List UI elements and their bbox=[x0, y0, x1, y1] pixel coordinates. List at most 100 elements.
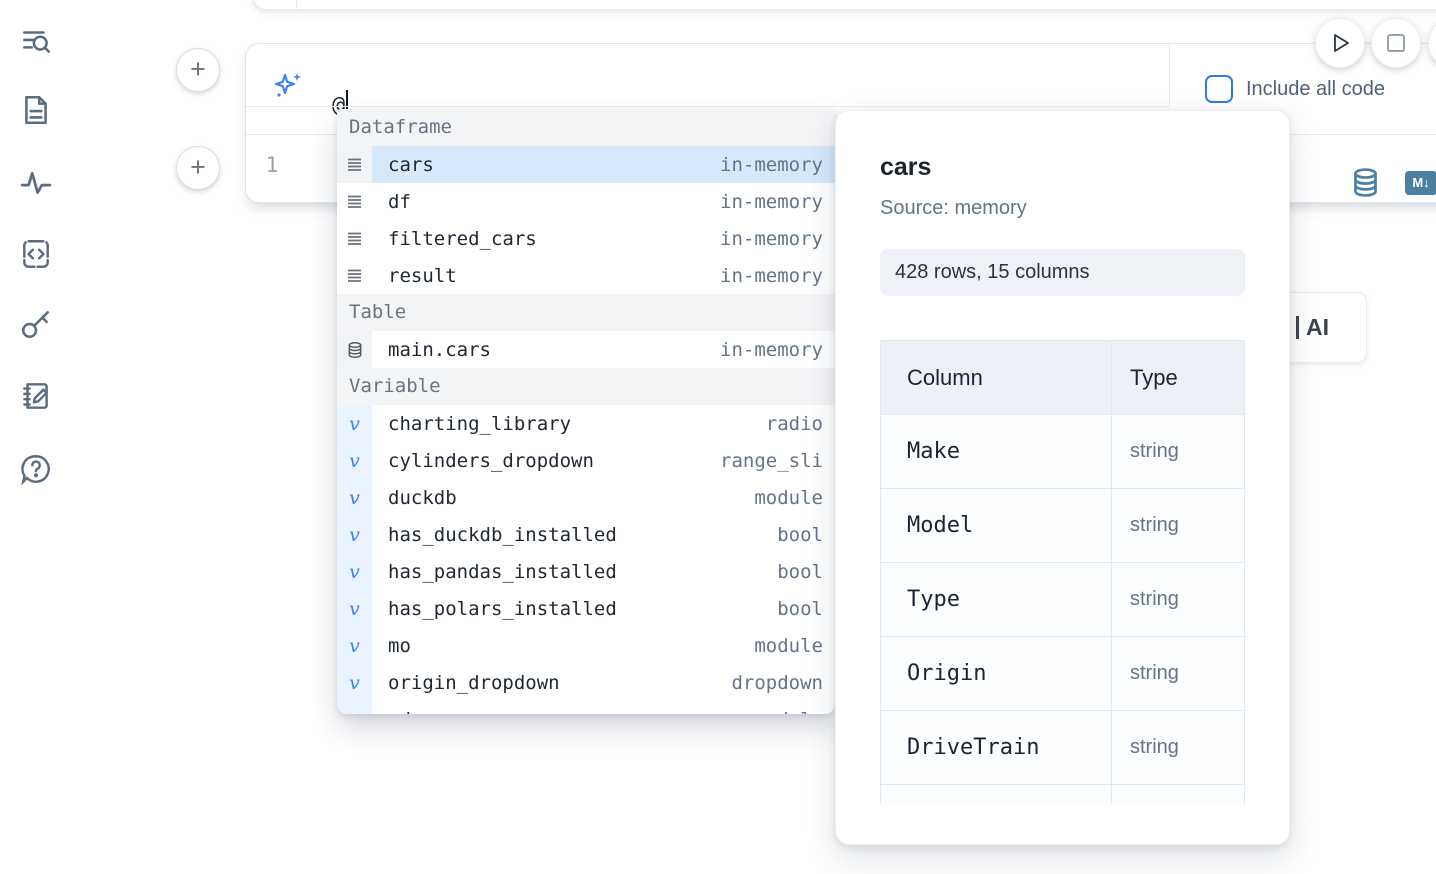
column-name: DriveTrain bbox=[907, 735, 1040, 760]
variable-icon: v bbox=[337, 627, 372, 664]
type-header: Type bbox=[1130, 364, 1178, 390]
item-type: in-memory bbox=[720, 190, 823, 213]
autocomplete-item[interactable]: v charting_library radio bbox=[337, 405, 835, 442]
variable-icon: v bbox=[349, 449, 360, 472]
variable-icon: v bbox=[349, 709, 360, 715]
dataframe-icon bbox=[337, 257, 372, 294]
item-type: module bbox=[754, 486, 823, 509]
variable-icon: v bbox=[337, 553, 372, 590]
autocomplete-item[interactable]: v has_polars_installed bool bbox=[337, 590, 835, 627]
item-type: module bbox=[754, 634, 823, 657]
input-bottom-border bbox=[246, 106, 1169, 107]
item-name: has_polars_installed bbox=[388, 597, 617, 620]
sidebar bbox=[0, 0, 70, 874]
variable-icon: v bbox=[349, 597, 360, 620]
item-name: charting_library bbox=[388, 412, 572, 435]
table-database-icon bbox=[337, 331, 372, 368]
variable-icon: v bbox=[337, 701, 372, 714]
column-name: Type bbox=[907, 587, 960, 612]
item-type: radio bbox=[765, 412, 823, 435]
item-name: pd bbox=[388, 709, 411, 715]
key-icon[interactable] bbox=[19, 307, 53, 341]
item-type: in-memory bbox=[720, 264, 823, 287]
variable-icon: v bbox=[349, 634, 360, 657]
variable-icon: v bbox=[349, 523, 360, 546]
column-name: Origin bbox=[907, 661, 987, 686]
item-type: bool bbox=[777, 560, 823, 583]
include-all-code-label: Include all code bbox=[1246, 77, 1385, 100]
item-name: has_pandas_installed bbox=[388, 560, 617, 583]
text-caret bbox=[346, 90, 349, 118]
column-name: Model bbox=[907, 513, 974, 538]
schema-row: Model string bbox=[881, 489, 1244, 563]
code-editor-row[interactable]: 1 M↓ bbox=[246, 136, 1436, 203]
autocomplete-item[interactable]: v pd module bbox=[337, 701, 835, 714]
autocomplete-section-header: Dataframe bbox=[337, 109, 835, 146]
item-type: in-memory bbox=[720, 153, 823, 176]
item-name: cylinders_dropdown bbox=[388, 449, 594, 472]
variable-icon: v bbox=[337, 516, 372, 553]
item-name: filtered_cars bbox=[388, 227, 537, 250]
include-all-code-checkbox[interactable] bbox=[1205, 75, 1233, 103]
dataframe-icon bbox=[337, 146, 372, 183]
markdown-icon[interactable]: M↓ bbox=[1405, 170, 1436, 195]
autocomplete-item[interactable]: result in-memory bbox=[337, 257, 835, 294]
variable-icon: v bbox=[337, 479, 372, 516]
preview-title: cars bbox=[880, 153, 932, 181]
variable-icon: v bbox=[337, 590, 372, 627]
item-type: in-memory bbox=[720, 338, 823, 361]
autocomplete-section-header: Variable bbox=[337, 368, 835, 405]
scratchpad-notebook-icon[interactable] bbox=[19, 379, 53, 413]
variable-icon: v bbox=[349, 412, 360, 435]
code-snippets-icon[interactable] bbox=[19, 237, 53, 271]
stop-icon bbox=[1387, 34, 1405, 52]
shape-badge: 428 rows, 15 columns bbox=[880, 249, 1245, 296]
column-type: string bbox=[1130, 588, 1179, 610]
previous-cell-divider bbox=[296, 0, 297, 9]
item-name: result bbox=[388, 264, 457, 287]
autocomplete-section-header: Table bbox=[337, 294, 835, 331]
item-name: duckdb bbox=[388, 486, 457, 509]
preview-source: Source: memory bbox=[880, 197, 1027, 219]
file-document-icon[interactable] bbox=[19, 93, 53, 127]
schema-row: Type string bbox=[881, 563, 1244, 637]
item-name: main.cars bbox=[388, 338, 491, 361]
include-all-code-control[interactable]: Include all code bbox=[1205, 75, 1385, 103]
item-type: bool bbox=[777, 597, 823, 620]
autocomplete-item[interactable]: v has_duckdb_installed bool bbox=[337, 516, 835, 553]
sparkle-ai-icon bbox=[272, 70, 304, 102]
item-type: module bbox=[754, 709, 823, 715]
autocomplete-item[interactable]: filtered_cars in-memory bbox=[337, 220, 835, 257]
clipped-letter bbox=[1296, 316, 1299, 339]
column-type: string bbox=[1130, 514, 1179, 536]
add-cell-above-button[interactable]: + bbox=[176, 48, 220, 92]
database-icon[interactable] bbox=[1352, 168, 1379, 197]
help-chat-icon[interactable] bbox=[19, 452, 53, 486]
run-cell-button[interactable] bbox=[1315, 18, 1365, 68]
schema-row bbox=[881, 785, 1244, 804]
autocomplete-item[interactable]: v has_pandas_installed bool bbox=[337, 553, 835, 590]
autocomplete-item[interactable]: main.cars in-memory bbox=[337, 331, 835, 368]
add-cell-below-button[interactable]: + bbox=[176, 146, 220, 190]
stop-cell-button[interactable] bbox=[1371, 18, 1421, 68]
item-name: has_duckdb_installed bbox=[388, 523, 617, 546]
item-name: origin_dropdown bbox=[388, 671, 560, 694]
column-header: Column bbox=[881, 341, 1112, 414]
variable-icon: v bbox=[337, 664, 372, 701]
item-type: bool bbox=[777, 523, 823, 546]
item-type: in-memory bbox=[720, 227, 823, 250]
dataframe-preview-popover: cars Source: memory 428 rows, 15 columns… bbox=[835, 110, 1290, 845]
toc-search-icon[interactable] bbox=[19, 24, 53, 58]
activity-pulse-icon[interactable] bbox=[19, 166, 53, 200]
variable-icon: v bbox=[349, 671, 360, 694]
schema-header-row: Column Type bbox=[881, 341, 1244, 415]
column-type: string bbox=[1130, 440, 1179, 462]
